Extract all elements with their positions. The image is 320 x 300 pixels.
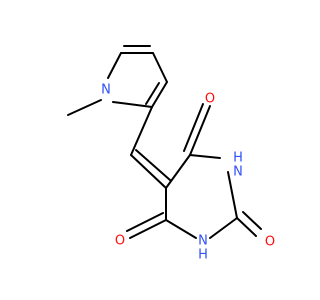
bond-c3-c4 bbox=[152, 52, 168, 83]
atom-n-nh-top: N bbox=[233, 165, 243, 180]
bond-c5-c4 bbox=[165, 154, 191, 189]
atom-h-nh-top: H bbox=[233, 151, 243, 166]
bond-c6-o-bottom-double bbox=[126, 212, 164, 232]
atom-o-bottom: O bbox=[115, 234, 125, 249]
atom-n-pyrrole: N bbox=[101, 83, 111, 98]
bond-n1-c2 bbox=[107, 52, 122, 79]
atom-h-nh-bottom: H bbox=[198, 248, 208, 263]
bond-ch-c5ring bbox=[130, 154, 167, 189]
bond-c4-o-top-double bbox=[183, 103, 204, 152]
bond-ch-c5ring-double bbox=[135, 149, 171, 181]
bond-c4-c5 bbox=[151, 81, 168, 108]
bond-c5-n1 bbox=[112, 101, 153, 108]
bond-c4-o-top bbox=[189, 105, 211, 156]
bond-n1-c6 bbox=[165, 219, 197, 239]
bond-c4-c5-double bbox=[145, 82, 160, 105]
bond-c5-ch bbox=[130, 106, 153, 156]
bond-n1-methyl bbox=[67, 99, 102, 116]
bond-c2-n1 bbox=[209, 217, 238, 239]
atom-n-nh-bottom: N bbox=[198, 234, 208, 249]
bond-n3-c2 bbox=[227, 171, 238, 219]
atom-o-top: O bbox=[205, 92, 215, 107]
structure-svg: N O H N O N H O bbox=[67, 45, 275, 263]
bond-c2-o-right bbox=[236, 217, 257, 237]
bond-c2-o-right-double bbox=[242, 211, 262, 230]
molecule-diagram: N O H N O N H O bbox=[67, 45, 275, 263]
atom-o-right: O bbox=[265, 235, 275, 250]
bond-c6-o-bottom bbox=[129, 219, 167, 239]
bond-c4-n3 bbox=[189, 154, 221, 159]
